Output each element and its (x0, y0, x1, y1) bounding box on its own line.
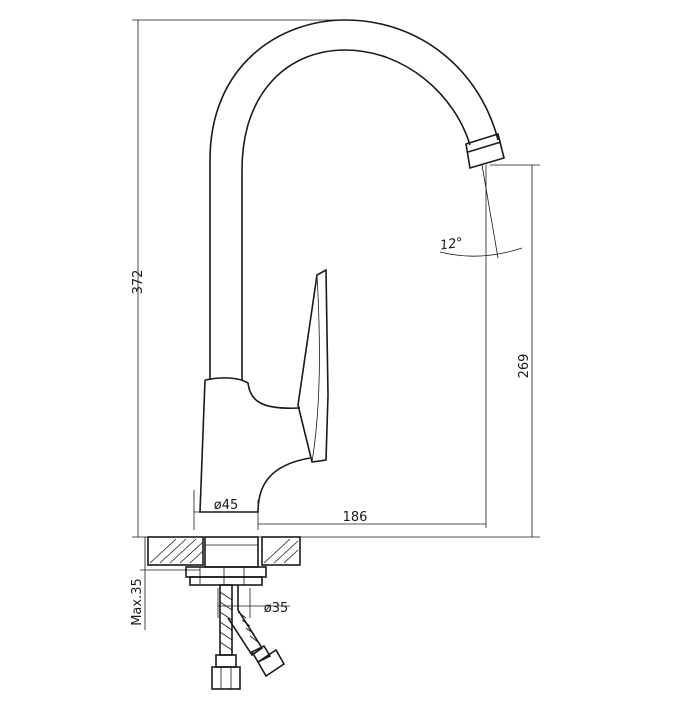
reach-dimension (257, 165, 487, 530)
spout-height-label: 269 (517, 354, 532, 379)
total-height-dimension (132, 19, 540, 538)
max-thickness-label: Max.35 (130, 578, 145, 626)
angle-dimension (439, 164, 523, 259)
base-diameter-label: ø45 (214, 498, 239, 513)
mounting-shank (204, 536, 259, 568)
supply-hoses (219, 584, 264, 657)
spout-height-dimension (490, 164, 540, 537)
hose-connector-left (211, 654, 241, 690)
total-height-label: 372 (131, 270, 146, 295)
reach-label: 186 (343, 510, 368, 525)
mixer-handle[interactable] (297, 268, 329, 463)
hole-diameter-label: ø35 (264, 601, 289, 616)
hole-diameter-dimension (217, 588, 290, 618)
faucet-body (199, 377, 311, 513)
countertop-section (147, 536, 301, 566)
spout-tip-aerator (465, 132, 505, 170)
faucet-spout (209, 19, 499, 380)
hose-connector-right (250, 644, 286, 678)
max-thickness-dimension (140, 537, 200, 630)
spout-angle-label: 12° (439, 236, 464, 254)
